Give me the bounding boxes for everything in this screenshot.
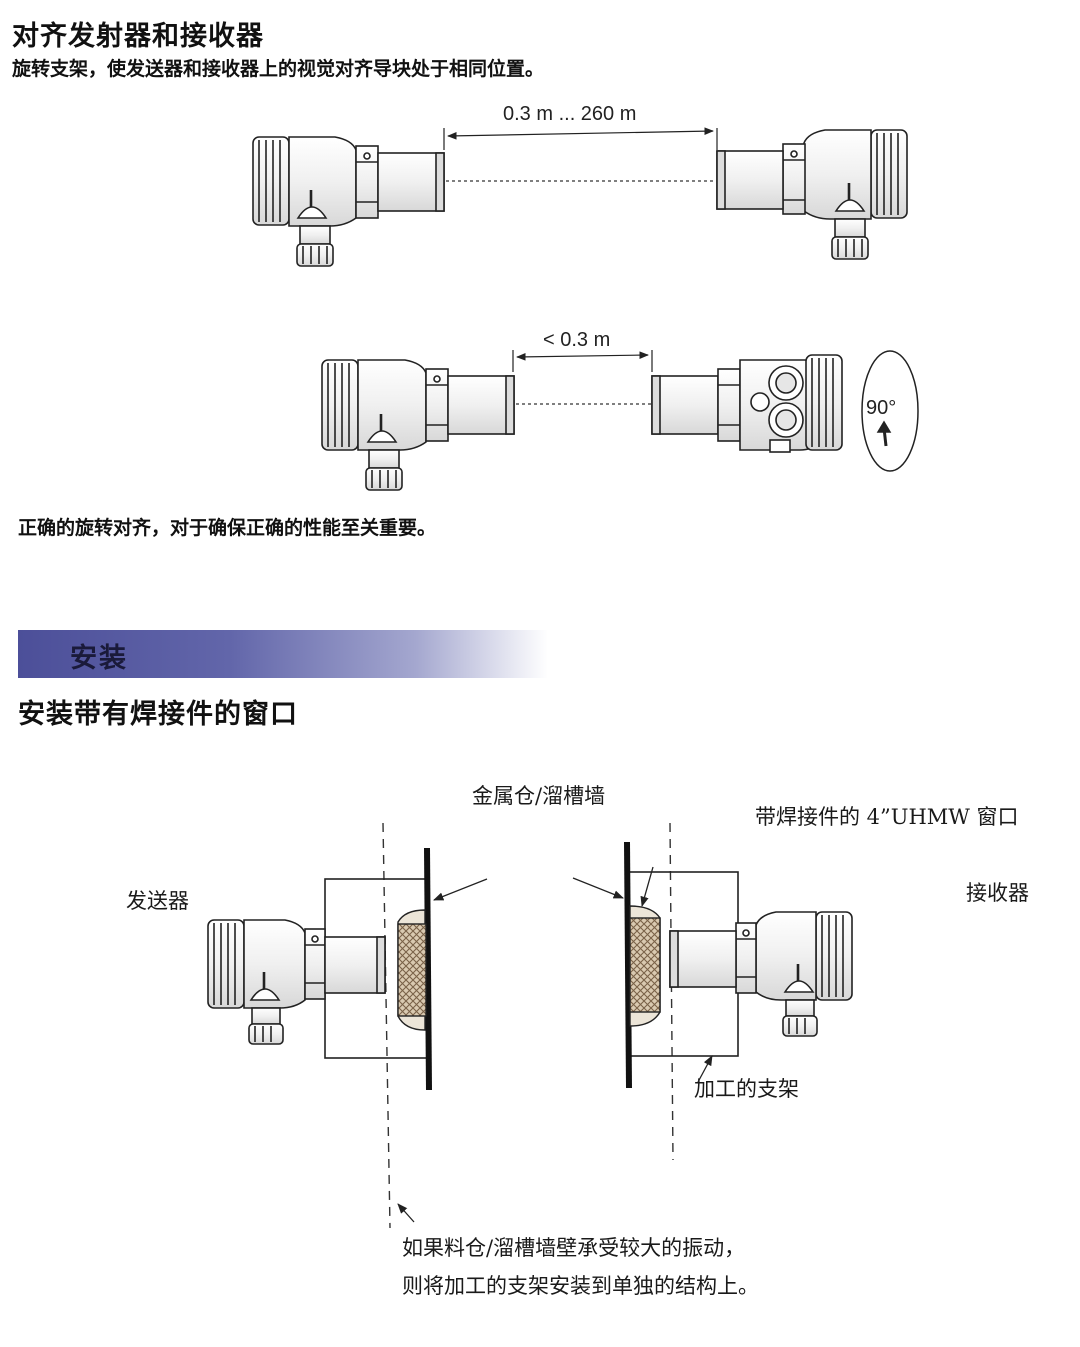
left-bracket-guide-line <box>382 822 391 1229</box>
distance-long-label: 0.3 m ... 260 m <box>503 103 637 125</box>
right-bracket-guide-line <box>669 822 674 1161</box>
distance-short-label: < 0.3 m <box>543 329 611 351</box>
right-wall <box>624 841 632 1089</box>
installation-subtitle: 安装带有焊接件的窗口 <box>18 699 298 730</box>
wall-leader-left <box>433 878 488 901</box>
alignment-instruction: 旋转支架，使发送器和接收器上的视觉对齐导块处于相同位置。 <box>12 58 545 80</box>
rotation-arrow-icon <box>861 350 919 472</box>
dimension-line-long <box>447 127 714 140</box>
receiver-sensor-top <box>716 129 908 260</box>
wall-label: 金属仓/溜槽墙 <box>472 784 606 808</box>
transmitter-sensor-top <box>252 136 445 267</box>
transmitter-sensor-short <box>321 359 515 491</box>
window-leader <box>640 866 654 908</box>
transmitter-label: 发送器 <box>126 889 189 913</box>
section-band <box>18 630 548 678</box>
vibration-note-line1: 如果料仓/溜槽墙壁承受较大的振动， <box>402 1236 746 1260</box>
dimension-line-short <box>516 351 649 361</box>
receiver-sensor-rotated <box>651 354 843 453</box>
transmitter-sensor-installed <box>207 919 386 1045</box>
wall-leader-right <box>572 877 624 899</box>
window-label: 带焊接件的 4”UHMW 窗口 <box>755 805 1019 829</box>
section-label: 安装 <box>70 643 128 674</box>
left-wall <box>424 847 432 1091</box>
vibration-note-line2: 则将加工的支架安装到单独的结构上。 <box>402 1274 759 1298</box>
right-weld-window <box>629 905 661 1027</box>
receiver-sensor-installed <box>669 911 853 1037</box>
bracket-label: 加工的支架 <box>694 1077 799 1101</box>
alignment-note: 正确的旋转对齐，对于确保正确的性能至关重要。 <box>18 517 437 539</box>
vibration-note-leader <box>397 1203 415 1223</box>
left-weld-window <box>397 909 427 1031</box>
alignment-title: 对齐发射器和接收器 <box>12 21 264 52</box>
rotation-angle-label: 90° <box>866 397 897 419</box>
receiver-label: 接收器 <box>966 881 1029 905</box>
bracket-leader <box>697 1055 713 1083</box>
